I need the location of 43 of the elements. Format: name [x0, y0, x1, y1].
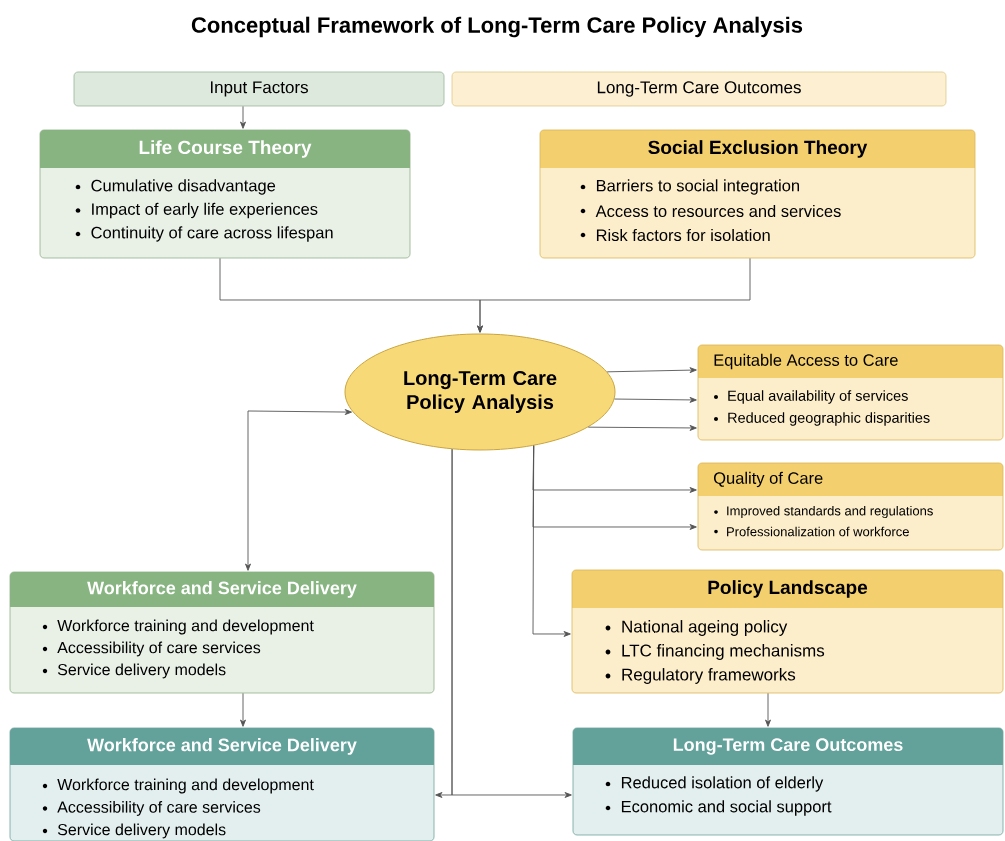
bullet-item: Impact of early life experiences [92, 202, 318, 219]
arrow [477, 257, 751, 333]
bullet-item: Service delivery models [57, 663, 226, 679]
bullet-item: Reduced geographic disparities [728, 412, 930, 426]
bullet-item: Regulatory frameworks [622, 668, 796, 684]
arrow [240, 105, 246, 129]
ellipse-label: Long-Term Care Policy Analysis [404, 370, 557, 414]
box-heading: Workforce and Service Delivery [87, 581, 357, 598]
bullet-item: Improved standards and regulations [727, 505, 933, 519]
box-heading: Social Exclusion Theory [648, 140, 868, 158]
title: Conceptual Framework of Long-Term Care Policy Analysis [191, 16, 803, 38]
box-heading: Life Course Theory [139, 140, 312, 158]
arrow [606, 367, 697, 374]
bullet-item: Equal availability of services [728, 390, 908, 404]
bullet-item: LTC financing mechanisms [622, 644, 825, 660]
bullet-item: Service delivery models [57, 823, 226, 839]
bullet-item: Barriers to social integration [596, 179, 799, 195]
bullet-item: National ageing policy [622, 620, 788, 636]
bullet-item: Continuity of care across lifespan [91, 226, 333, 242]
arrow [532, 445, 571, 637]
arrow [614, 396, 697, 403]
box-heading: Long-Term Care Outcomes [673, 738, 903, 755]
box-heading: Quality of Care [714, 471, 823, 488]
bullet-item: Workforce training and development [57, 778, 314, 794]
box-heading: Policy Landscape [708, 580, 868, 598]
bullet-item: Accessibility of care services [57, 641, 261, 657]
box-heading: Workforce and Service Delivery [87, 738, 357, 755]
bullet-item: Access to resources and services [595, 204, 841, 218]
bullet-item: Workforce training and development [57, 619, 314, 635]
bullet-item: Accessibility of care services [57, 801, 261, 816]
arrow [765, 692, 771, 727]
bullet-item: Cumulative disadvantage [91, 179, 276, 195]
box-heading: Long-Term Care Outcomes [597, 81, 801, 97]
arrow [587, 425, 697, 431]
bullet-item: Professionalization of workforce [727, 526, 909, 537]
box-heading: Input Factors [210, 81, 308, 97]
arrow [245, 409, 352, 571]
bullet-item: Economic and social support [621, 800, 832, 816]
bullet-item: Reduced isolation of elderly [621, 776, 824, 792]
bullet-item: Risk factors for isolation [596, 228, 770, 242]
arrow [240, 692, 246, 727]
box-heading: Equitable Access to Care [714, 353, 898, 370]
arrow [451, 448, 572, 798]
